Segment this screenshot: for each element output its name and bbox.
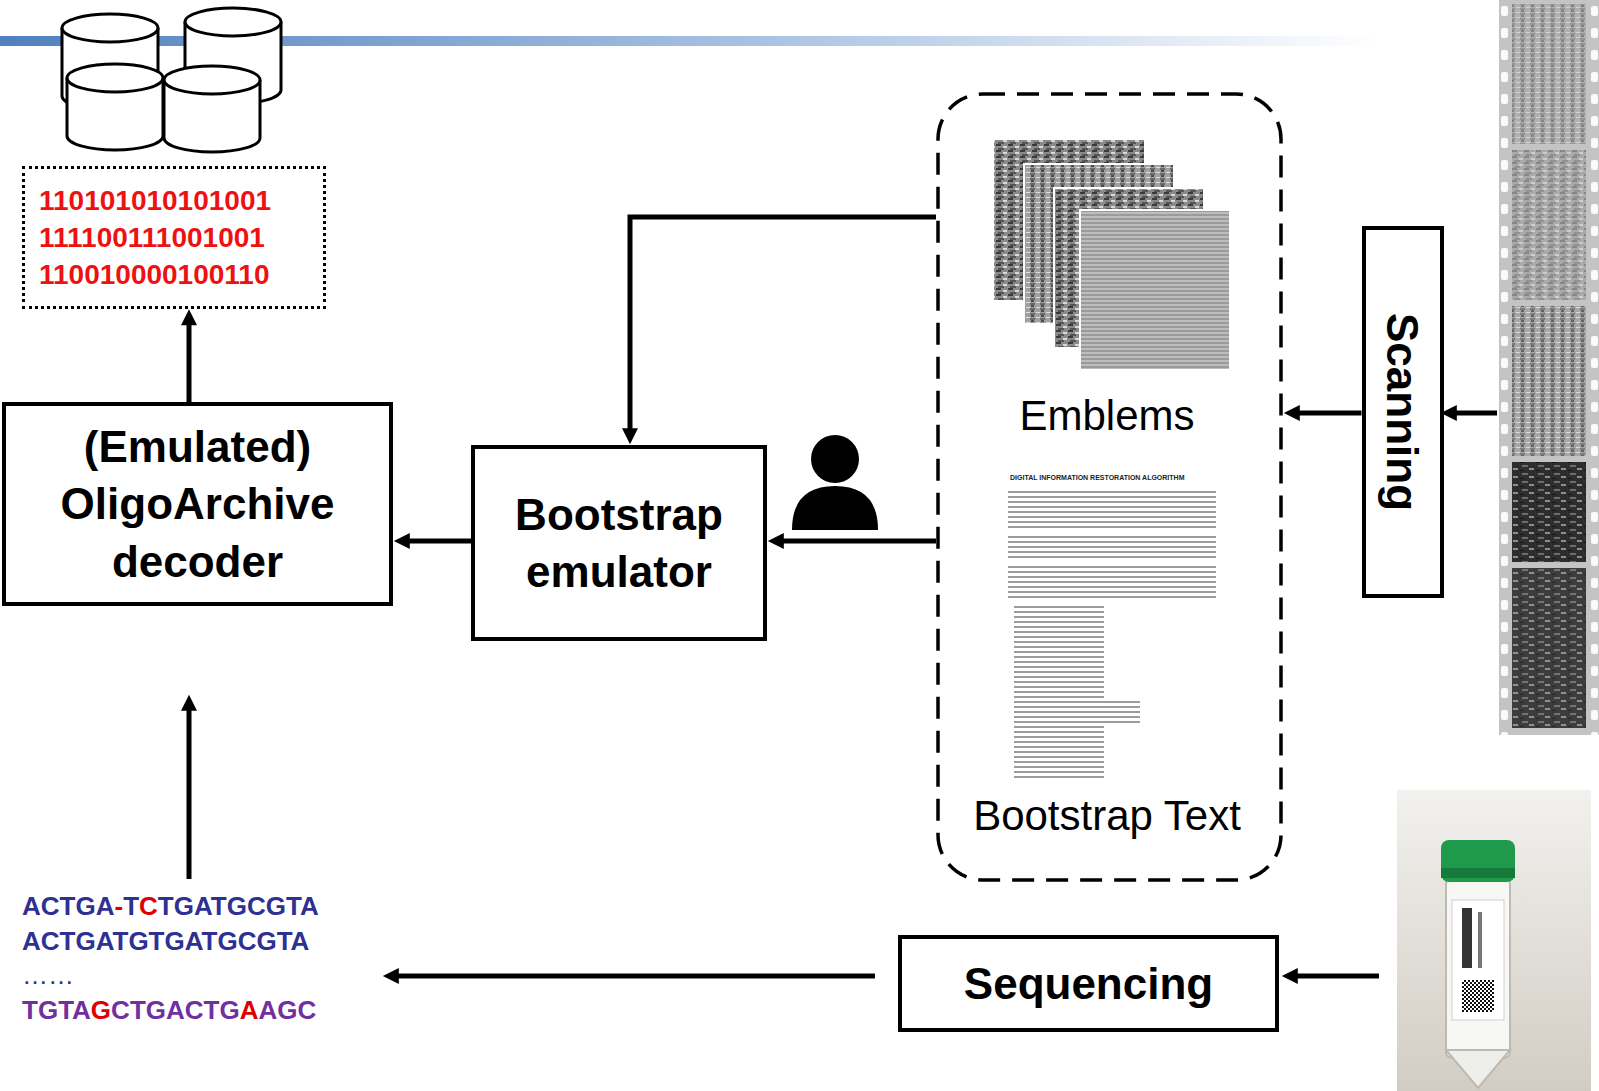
base-letter: C (247, 891, 266, 921)
reads-to-decoder-arrow (187, 702, 192, 879)
static-arrows (189, 413, 1497, 976)
base-letter: A (194, 891, 211, 921)
scanning-box: Scanning (1362, 226, 1444, 598)
base-letter: A (300, 891, 319, 921)
page-heading: DIGITAL INFORMATION RESTORATION ALGORITH… (1010, 474, 1184, 481)
base-letter: A (22, 891, 41, 921)
emulator-box: Bootstrap emulator (471, 445, 767, 641)
base-letter: T (123, 891, 139, 921)
box-title: Scanning (1378, 313, 1428, 511)
dna-read: TGTAGCTGACTGAAGC (22, 995, 316, 1025)
data-box: 1101010101010011111001110010011100100001… (22, 166, 326, 309)
binary-data: 110101010101001 (39, 182, 271, 219)
base-letter: G (75, 891, 95, 921)
decoder-box: (Emulated) OligoArchive decoder (2, 402, 393, 606)
base-letter: G (266, 891, 286, 921)
archive-group: EmblemsBootstrap Text (936, 92, 1283, 882)
box-title: Bootstrap emulator (475, 486, 763, 600)
base-letter: T (60, 891, 76, 921)
base-letter: A (96, 891, 115, 921)
flow-arrow (401, 539, 471, 544)
caption-text: Bootstrap Text (973, 792, 1241, 840)
base-letter: A (166, 995, 185, 1025)
flow-arrow (630, 217, 936, 437)
film-to-scan-arrow (1448, 411, 1497, 416)
base-letter: G (91, 995, 111, 1025)
bootstrap-text-page (1005, 471, 1219, 785)
base-letter: T (158, 891, 174, 921)
base-letter: C (41, 891, 60, 921)
sample-tube-photo (1397, 790, 1591, 1091)
film-strip (1499, 0, 1599, 735)
base-letter: G (38, 995, 58, 1025)
base-letter: T (22, 995, 38, 1025)
base-letter: T (211, 891, 227, 921)
base-letter: G (277, 995, 297, 1025)
dashed-outline (936, 92, 1283, 882)
base-letter: C (111, 995, 130, 1025)
binary-data: 111100111001001 (39, 219, 265, 256)
base-letter: C (297, 995, 316, 1025)
sequencing-to-reads-arrow (390, 974, 875, 979)
caption-text: Emblems (1019, 392, 1194, 440)
tube-to-sequencing-arrow (1289, 974, 1379, 979)
box-title: (Emulated) OligoArchive decoder (6, 418, 389, 590)
sequencing-box: Sequencing (898, 935, 1279, 1032)
base-letter: T (286, 891, 300, 921)
base-letter: G (146, 995, 166, 1025)
base-letter: T (58, 995, 72, 1025)
ellipsis: …… (22, 960, 74, 990)
box-title: Sequencing (964, 955, 1213, 1012)
flow-arrow (775, 539, 936, 544)
person-icon (792, 435, 878, 530)
base-letter: - (114, 891, 123, 921)
binary-data: 110010000100110 (39, 256, 270, 293)
dna-read: ACTGATGTGATGCGTA (22, 926, 309, 956)
dashed-outline (938, 94, 1281, 880)
base-letter: T (130, 995, 146, 1025)
emblem-images (994, 140, 1230, 370)
base-letter: G (174, 891, 194, 921)
base-letter: A (72, 995, 91, 1025)
base-letter: C (139, 891, 158, 921)
flow-arrow (1291, 411, 1362, 416)
base-letter: A (240, 995, 259, 1025)
dna-read: ACTGA-TCTGATGCGTA (22, 891, 319, 921)
base-letter: A (258, 995, 277, 1025)
database-icon (62, 8, 281, 152)
base-letter: T (204, 995, 220, 1025)
base-letter: C (185, 995, 204, 1025)
base-letter: G (219, 995, 239, 1025)
base-letter: G (227, 891, 247, 921)
flow-arrow (187, 317, 192, 403)
